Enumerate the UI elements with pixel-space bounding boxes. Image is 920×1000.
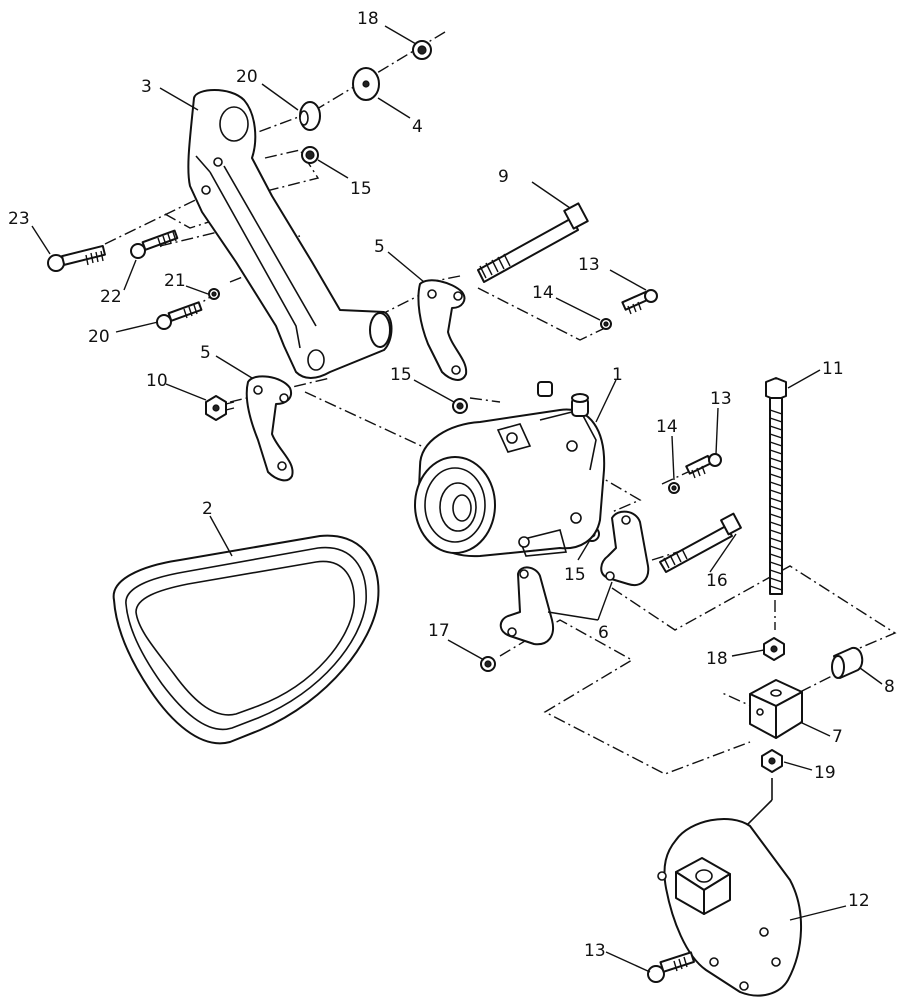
callout-19: 20 — [236, 67, 258, 87]
bolt-part-13-middle — [685, 453, 722, 479]
callout-16: 16 — [706, 571, 728, 591]
callout-22: 22 — [100, 287, 122, 307]
bolt-part-22 — [130, 229, 179, 259]
bolt-part-13-upper — [621, 289, 658, 315]
washer-part-21 — [208, 288, 220, 300]
callout-10: 12 — [848, 891, 870, 911]
washer-part-14-lower — [668, 482, 680, 494]
nut-part-12 — [205, 395, 235, 421]
bolt-part-20 — [156, 301, 203, 330]
bolt-part-13-lower — [647, 951, 695, 983]
callout-15-top: 15 — [350, 179, 372, 199]
nut-part-18-lower — [761, 749, 783, 773]
callout-7: 7 — [832, 727, 843, 747]
spacer-part-8 — [831, 646, 864, 679]
adjusting-bolt-part-9 — [765, 377, 787, 595]
bracket-part-6-right — [600, 510, 650, 586]
callout-9: 11 — [822, 359, 844, 379]
callout-20-text: 20 — [88, 327, 110, 347]
callout-8: 8 — [884, 677, 895, 697]
callout-14-upper: 14 — [532, 283, 554, 303]
callout-17-top: 18 — [357, 9, 379, 29]
long-bolt-part-11 — [477, 202, 589, 283]
callout-15-mid: 15 — [390, 365, 412, 385]
mounting-plate-part-10 — [657, 818, 803, 997]
callout-13-upper: 13 — [578, 255, 600, 275]
leader-lines — [31, 25, 883, 973]
callout-2: 2 — [202, 499, 213, 519]
bracket-part-6-left — [499, 566, 554, 646]
adjusting-block-part-7 — [749, 679, 803, 739]
washer-part-14-upper — [600, 318, 612, 330]
spacer-part-19 — [299, 101, 321, 131]
drive-belt-part-2 — [112, 534, 380, 745]
washer-part-4 — [352, 67, 380, 101]
callout-17-low: 17 — [428, 621, 450, 641]
callout-labels: 18 3 20 4 15 9 23 5 13 14 22 21 20 20 20… — [8, 9, 895, 961]
callout-13-lower: 13 — [584, 941, 606, 961]
callout-18-upper: 18 — [706, 649, 728, 669]
callout-6: 6 — [598, 623, 609, 643]
callout-5-lower: 5 — [200, 343, 211, 363]
callout-21: 21 — [164, 271, 186, 291]
mounting-bracket-part — [187, 89, 393, 379]
callout-14-lower: 14 — [656, 417, 678, 437]
link-bracket-part-5-lower — [245, 375, 294, 482]
callout-23: 23 — [8, 209, 30, 229]
callout-5-upper: 5 — [374, 237, 385, 257]
callout-3: 3 — [141, 77, 152, 97]
callout-12: 10 — [146, 371, 168, 391]
nut-part-15-mid — [452, 398, 468, 414]
bolt-part-16 — [659, 512, 742, 573]
callout-15-low: 15 — [564, 565, 586, 585]
nut-part-18-upper — [763, 637, 785, 661]
callout-13-middle: 13 — [710, 389, 732, 409]
callout-11: 9 — [498, 167, 509, 187]
callout-18-lower: 19 — [814, 763, 836, 783]
callout-4: 4 — [412, 117, 423, 137]
compressor-part-1 — [414, 381, 606, 558]
callout-1: 1 — [612, 365, 623, 385]
nut-part-17-low — [480, 656, 496, 672]
bolt-part-23 — [47, 244, 106, 272]
link-bracket-part-5-upper — [417, 279, 468, 381]
nut-part-15-top — [301, 146, 319, 164]
nut-part-17-top — [412, 40, 432, 60]
